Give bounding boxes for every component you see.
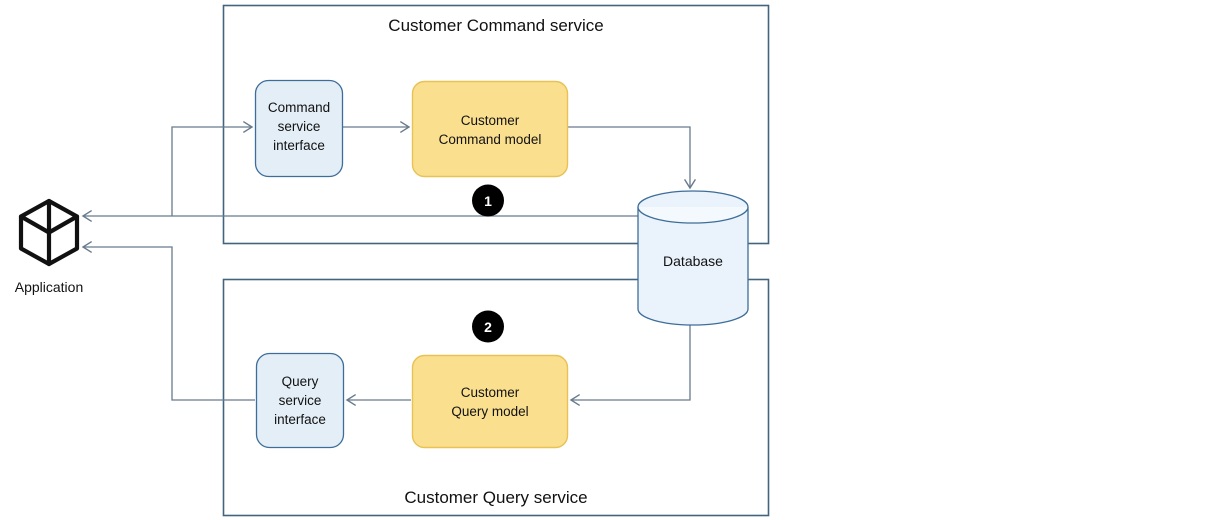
customer-command-model-shape[interactable] [411,80,569,178]
connectors [81,120,748,407]
customer-query-model-shape[interactable] [411,354,569,449]
container-command-service-title: Customer Command service [388,16,603,35]
connector-query-interface-to-application [81,240,255,401]
connector-app-to-command-interface [171,120,254,216]
connector-command-model-to-database [568,126,697,190]
database-cylinder-top [637,206,749,224]
badge-1: 1 [472,184,504,217]
query-service-interface-label-line1: Query [282,374,319,389]
container-command-service [222,4,770,245]
node-customer-command-model[interactable]: Customer Command model [411,80,569,178]
command-service-interface-shape[interactable] [254,79,344,178]
cube-icon[interactable] [18,198,80,267]
query-service-interface-label-line2: service [279,393,322,408]
badge-2-label: 2 [484,319,492,335]
node-query-service-interface[interactable]: Query service interface [255,352,345,449]
customer-command-model-label-line2: Command model [439,132,542,147]
badge-2-circle [472,310,504,343]
container-query-service-title: Customer Query service [404,488,587,507]
query-service-interface-label-line3: interface [274,412,326,427]
database-cylinder-icon[interactable] [637,190,749,326]
customer-query-model-label-line2: Query model [451,404,528,419]
command-service-interface-label-line1: Command [268,100,330,115]
node-customer-query-model[interactable]: Customer Query model [411,354,569,449]
node-command-service-interface[interactable]: Command service interface [254,79,344,178]
badge-1-label: 1 [484,193,492,209]
command-service-interface-label-line2: service [278,119,321,134]
database-label: Database [663,253,723,269]
customer-query-model-label-line1: Customer [461,385,520,400]
badge-2: 2 [472,310,504,343]
query-service-interface-shape[interactable] [255,352,345,449]
node-database[interactable]: Database [637,190,749,326]
application-label: Application [15,279,84,295]
node-application[interactable]: Application [15,198,84,295]
connector-database-to-query-model [569,325,691,407]
container-query-service [222,278,770,517]
command-service-interface-label-line3: interface [273,138,325,153]
customer-command-model-label-line1: Customer [461,113,520,128]
badge-1-circle [472,184,504,217]
